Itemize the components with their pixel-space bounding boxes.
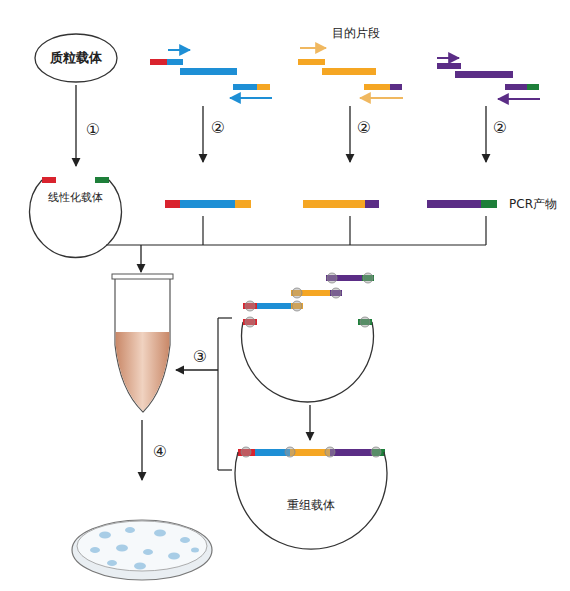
overlap-segment (235, 200, 251, 208)
primer-arrow (498, 98, 540, 100)
petri-dish (72, 520, 212, 580)
fragment-label: 目的片段 (332, 25, 380, 41)
overlap-segment (365, 200, 379, 208)
overlap-marker (360, 317, 370, 327)
bracket-line (106, 244, 486, 245)
bracket-line (218, 469, 232, 470)
bracket-line (349, 216, 350, 245)
overlap-segment (95, 177, 109, 183)
primer-arrow (168, 49, 190, 51)
callout-number: ② (357, 120, 371, 136)
colony (99, 532, 111, 539)
reaction-tube (115, 278, 170, 412)
callout-number: ② (493, 120, 507, 136)
dna-segment (167, 59, 183, 65)
colony (143, 549, 153, 555)
overlap-marker (327, 273, 337, 283)
overlap-marker (325, 447, 335, 457)
dna-segment (427, 200, 481, 208)
dna-segment (322, 68, 376, 75)
step-arrow (349, 106, 350, 162)
overlap-marker (245, 317, 255, 327)
overlap-segment (481, 200, 497, 208)
colony (180, 537, 190, 543)
ellipse-outline (35, 34, 117, 82)
overlap-marker (371, 447, 381, 457)
step-arrow (75, 85, 76, 166)
dna-segment (303, 200, 365, 208)
vector-arc (235, 452, 387, 549)
overlap-marker (241, 447, 251, 457)
overlap-marker (285, 447, 295, 457)
recombinant-vector: 重组载体 (235, 442, 387, 554)
dna-segment (290, 449, 330, 456)
step-arrow (141, 420, 142, 480)
bracket-line (217, 318, 218, 470)
colony (154, 530, 166, 537)
callout-number: ① (86, 122, 100, 138)
dna-segment (455, 71, 513, 78)
overlap-segment (390, 84, 402, 90)
node-outline (28, 172, 123, 262)
overlap-marker (245, 301, 255, 311)
colony (90, 547, 100, 553)
dna-segment (364, 84, 390, 90)
plasmid-ellipse: 质粒载体 (34, 33, 118, 83)
callout-number: ④ (153, 444, 167, 460)
node-text: 线性化载体 (28, 190, 123, 206)
overlap-segment (150, 59, 167, 65)
tube-rim (112, 274, 173, 279)
overlap-segment (165, 200, 180, 208)
colony (191, 548, 199, 553)
overlap-marker (331, 288, 341, 298)
reaction-liquid (116, 332, 170, 411)
overlap-marker (292, 301, 302, 311)
primer-arrow (300, 47, 326, 49)
bracket-line (202, 216, 203, 245)
callout-number: ③ (193, 349, 207, 365)
node-text: 质粒载体 (34, 50, 118, 66)
dna-segment (180, 68, 237, 75)
dna-segment (505, 84, 527, 90)
step-arrow (176, 369, 218, 370)
vector-arc (242, 322, 374, 402)
linear-vector: 线性化载体 (28, 172, 123, 262)
colony (116, 545, 128, 552)
bracket-line (485, 216, 486, 245)
primer-arrow (230, 97, 272, 99)
colony (168, 553, 180, 560)
overlap-segment (257, 84, 270, 90)
primer-arrow (360, 97, 403, 99)
colony (134, 563, 146, 570)
overlap-segment (42, 177, 56, 183)
step-arrow (140, 245, 141, 272)
product-label: PCR产物 (509, 196, 557, 212)
petri-dish-inner (77, 521, 207, 571)
dna-segment (330, 449, 372, 456)
colony (107, 560, 117, 566)
step-arrow (485, 106, 486, 162)
colony (125, 527, 135, 533)
callout-number: ② (211, 120, 225, 136)
dna-segment (437, 63, 461, 69)
overlap-marker (292, 288, 302, 298)
node-text: 重组载体 (235, 497, 387, 513)
bracket-line (218, 317, 232, 318)
overlap-marker (363, 273, 373, 283)
primer-arrow (437, 57, 459, 59)
overlap-segment (527, 84, 539, 90)
dna-segment (257, 303, 292, 309)
step-arrow (202, 106, 203, 162)
dna-segment (233, 84, 257, 90)
dna-segment (298, 59, 325, 65)
dna-segment (180, 200, 235, 208)
step-arrow (309, 405, 310, 440)
